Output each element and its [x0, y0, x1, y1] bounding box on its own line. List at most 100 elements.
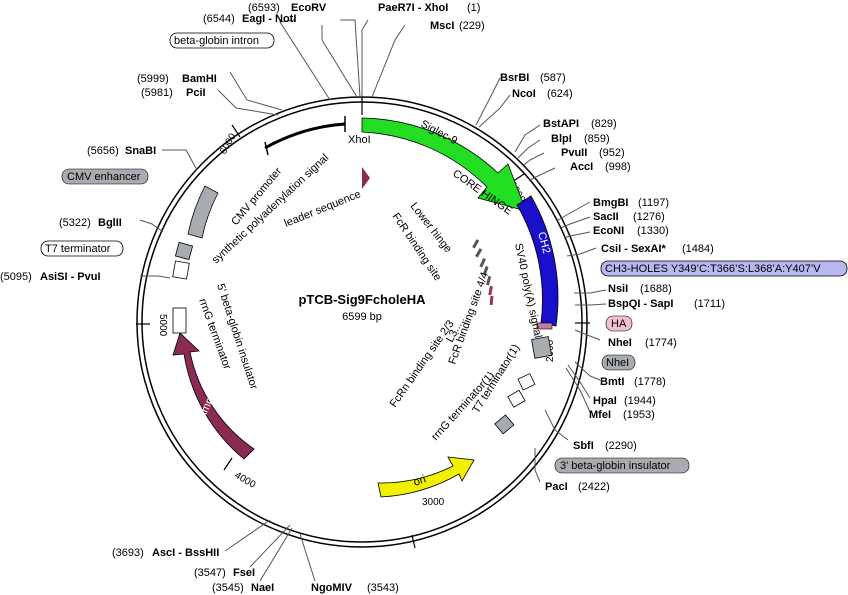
three-prime-ins-box [554, 457, 690, 474]
plasmid-name: pTCB-Sig9FcholeHA [298, 292, 426, 307]
naei-name[interactable]: NaeI [251, 582, 274, 594]
ori-label: ori [412, 473, 428, 488]
bglii-block [174, 241, 194, 261]
fsei-name[interactable]: FseI [233, 567, 255, 579]
tick-5000: 5000 [157, 314, 168, 337]
cmv-enhancer-label: CMV enhancer [67, 171, 141, 183]
fsei-pos: (3547) [194, 567, 226, 579]
ha-box [605, 315, 633, 332]
hpai-pos: (1944) [624, 395, 656, 407]
beta-globin-intron-box [169, 32, 275, 49]
bstapi-pos: (829) [591, 118, 617, 130]
bmgbi-name[interactable]: BmgBI [593, 197, 628, 209]
pvuii-pos: (952) [599, 147, 625, 159]
paci-name[interactable]: PacI [545, 481, 568, 493]
asisi-pos: (5095) [0, 271, 32, 283]
blpi-name[interactable]: BlpI [551, 133, 572, 145]
t7-terminator-label: T7 terminator [45, 243, 111, 255]
nhei-box-label: NheI [606, 357, 629, 369]
eagi-pos: (6544) [203, 13, 235, 25]
paci-pos: (2422) [578, 481, 610, 493]
csii-pos: (1484) [682, 243, 714, 255]
ampr-arrow[interactable] [172, 332, 255, 460]
pcii-name[interactable]: PciI [186, 87, 206, 99]
bsrbi-pos: (587) [540, 72, 566, 84]
bglii-pos: (5322) [59, 217, 91, 229]
nsii-pos: (1688) [640, 283, 672, 295]
siglec9-arrow[interactable] [361, 117, 527, 212]
cmv-enhancer-block [187, 185, 219, 239]
bspqi-pos: (1711) [694, 298, 725, 310]
ha-label: HA [611, 318, 627, 330]
msci-name[interactable]: MscI [430, 20, 454, 32]
ch3-holes-label: CH3-HOLES Y349’C:T366’S:L368’A:Y407’V [605, 263, 821, 275]
t7-term-block [517, 373, 536, 391]
bmti-name[interactable]: BmtI [600, 376, 624, 388]
plasmid-size: 6599 bp [342, 311, 382, 323]
beta-globin-ins-block [494, 414, 515, 435]
sbfi-pos: (2290) [605, 440, 637, 452]
ha-mark [536, 322, 553, 330]
sacii-name[interactable]: SacII [593, 211, 619, 223]
bamhi-pos: (5999) [137, 73, 169, 85]
t7-left-block [172, 260, 190, 280]
ecorv-pos: (6593) [248, 2, 280, 14]
ecorv-name[interactable]: EcoRV [291, 2, 327, 14]
rrng-term-block [507, 389, 526, 408]
ring-ticks [136, 97, 590, 549]
xhoi-inner-label: XhoI [348, 134, 371, 146]
paer7i-name[interactable]: PaeR7I - XhoI [378, 2, 448, 14]
beta-globin-intron-arc [264, 122, 346, 150]
ori-arrow[interactable] [377, 456, 475, 498]
paer7i-pos: (1) [467, 2, 480, 14]
tick-3000: 3000 [422, 497, 445, 508]
fcr-binding-label: FcR binding site [390, 211, 444, 283]
hinge-marks [472, 239, 494, 306]
ncoi-pos: (624) [547, 88, 573, 100]
snabi-pos: (5656) [87, 145, 119, 157]
asci-pos: (3693) [112, 547, 144, 559]
mfei-name[interactable]: MfeI [589, 409, 611, 421]
ngomiv-name[interactable]: NgoMIV [311, 582, 353, 594]
ch2-label: CH2 [535, 231, 552, 255]
blpi-pos: (859) [584, 133, 610, 145]
econi-name[interactable]: EcoNI [593, 225, 624, 237]
asci-name[interactable]: AscI - BssHII [152, 547, 219, 559]
bglii-name[interactable]: BglII [98, 217, 122, 229]
pvuii-name[interactable]: PvuII [561, 147, 587, 159]
ncoi-name[interactable]: NcoI [512, 88, 536, 100]
tick-4000: 4000 [233, 470, 258, 491]
fcr-binding-44-label: FcR binding site 4/4 [447, 271, 492, 366]
nhei-box [601, 354, 636, 371]
sv40-block [531, 336, 553, 359]
acci-name[interactable]: AccI [570, 161, 593, 173]
msci-pos: (229) [459, 20, 485, 32]
bsrbi-name[interactable]: BsrBI [500, 72, 529, 84]
ngomiv-pos: (3543) [367, 582, 399, 594]
asisi-name[interactable]: AsiSI - PvuI [40, 271, 101, 283]
acci-pos: (998) [605, 161, 631, 173]
leader-lines [139, 19, 607, 582]
eagi-name[interactable]: EagI - NotI [242, 13, 296, 25]
nsii-name[interactable]: NsiI [608, 283, 628, 295]
fcrn-binding-label: FcRn binding site 2/3 [388, 318, 457, 410]
nhei-name[interactable]: NheI [608, 337, 632, 349]
hpai-name[interactable]: HpaI [593, 395, 617, 407]
mfei-pos: (1953) [623, 409, 655, 421]
five-prime-ins-block [172, 307, 187, 334]
bstapi-name[interactable]: BstAPI [543, 118, 579, 130]
snabi-name[interactable]: SnaBI [125, 145, 156, 157]
naei-pos: (3545) [212, 582, 244, 594]
pcii-pos: (5981) [141, 87, 173, 99]
three-prime-ins-label: 3' beta-globin insulator [560, 460, 671, 472]
bamhi-name[interactable]: BamHI [182, 73, 217, 85]
csii-name[interactable]: CsiI - SexAI* [601, 243, 667, 255]
cmv-enhancer-box [61, 168, 149, 185]
sacii-pos: (1276) [633, 211, 665, 223]
ch2-segment[interactable] [516, 195, 559, 327]
sbfi-name[interactable]: SbfI [573, 440, 594, 452]
econi-pos: (1330) [637, 225, 669, 237]
bspqi-name[interactable]: BspQI - SapI [608, 298, 673, 310]
t7-terminator-box [40, 240, 124, 257]
